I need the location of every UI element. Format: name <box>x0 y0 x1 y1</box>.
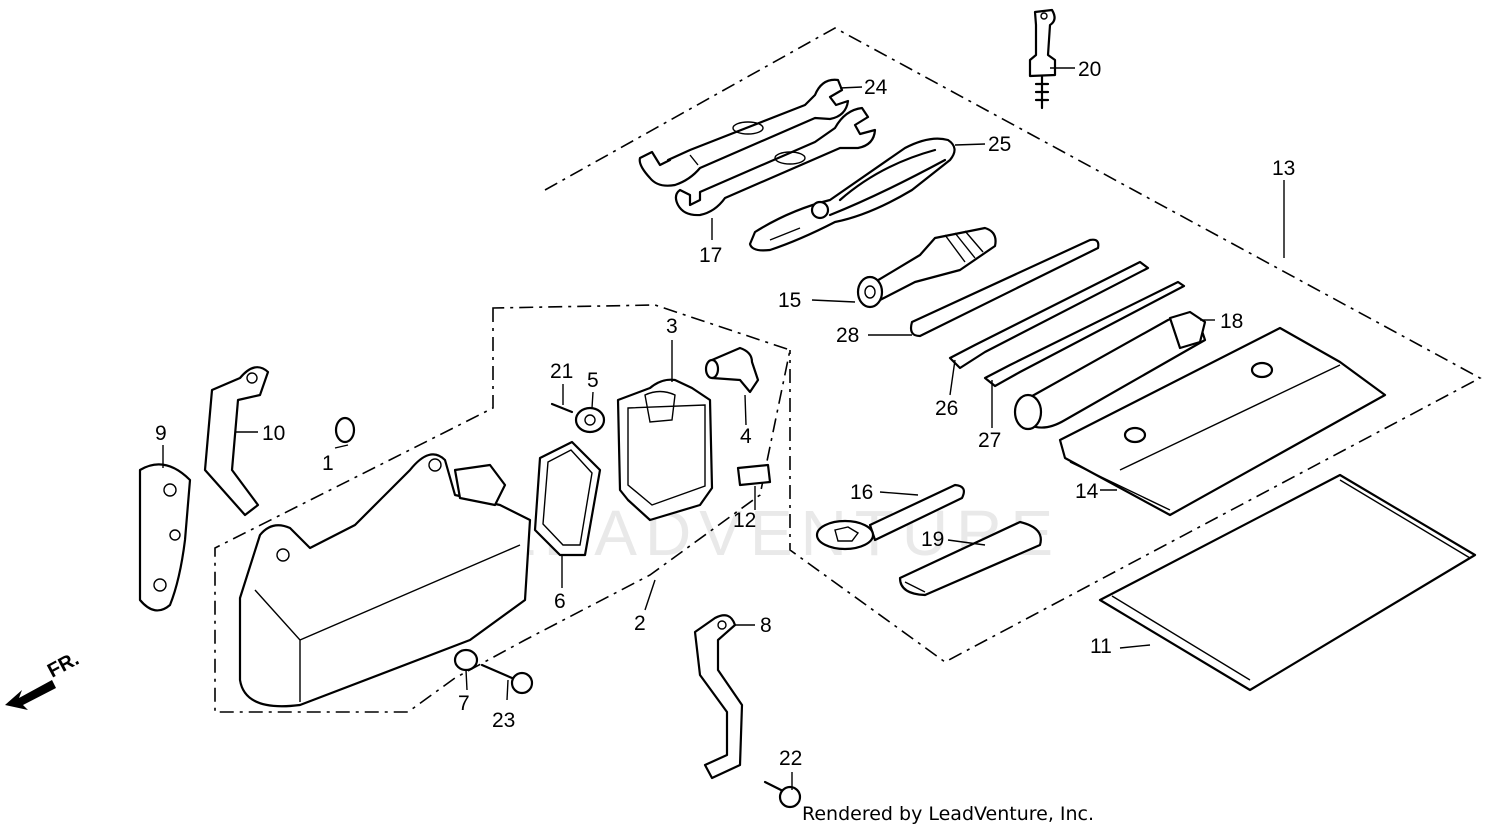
screwdriver-blade-26 <box>948 260 1150 370</box>
callout-16: 16 <box>850 481 873 504</box>
pliers-25 <box>748 137 956 252</box>
screwdriver-blade-27 <box>983 280 1186 388</box>
collar-1 <box>334 416 356 444</box>
callout-15: 15 <box>778 289 801 312</box>
grip-19 <box>898 520 1042 597</box>
bracket-8 <box>693 614 744 780</box>
stay-9 <box>138 463 192 612</box>
callout-13: 13 <box>1272 157 1295 180</box>
label-12 <box>736 463 772 487</box>
bolt-23 <box>480 663 534 695</box>
callout-3: 3 <box>666 315 678 338</box>
callout-9: 9 <box>155 422 167 445</box>
callout-7: 7 <box>458 692 470 715</box>
rod-28 <box>909 238 1100 338</box>
pin-21 <box>550 402 574 414</box>
callout-28: 28 <box>836 324 859 347</box>
toolkit-group-outline <box>544 27 1482 663</box>
callout-12: 12 <box>733 509 756 532</box>
callout-5: 5 <box>587 369 599 392</box>
callout-25: 25 <box>988 133 1011 156</box>
box-wrench-18 <box>1013 310 1207 431</box>
screwdriver-handle-15 <box>856 226 997 309</box>
callout-17: 17 <box>699 244 722 267</box>
cloth-11 <box>1098 473 1477 692</box>
tool-bag-14 <box>1058 326 1387 517</box>
spanner-16 <box>815 483 965 551</box>
wrench-17 <box>674 106 877 217</box>
bolt-20 <box>1028 8 1057 110</box>
callout-26: 26 <box>935 397 958 420</box>
grommet-5 <box>574 406 606 434</box>
toolbox-group-outline <box>214 304 791 713</box>
washer-7 <box>453 648 479 672</box>
rendered-by-credit: Rendered by LeadVenture, Inc. <box>802 803 1094 825</box>
callout-6: 6 <box>554 590 566 613</box>
callout-18: 18 <box>1220 310 1243 333</box>
callout-23: 23 <box>492 709 515 732</box>
leader-lines <box>162 67 1285 790</box>
bolt-22 <box>763 780 802 809</box>
callout-8: 8 <box>760 614 772 637</box>
callout-27: 27 <box>978 429 1001 452</box>
callout-24: 24 <box>864 76 888 99</box>
callout-21: 21 <box>550 360 573 383</box>
callout-19: 19 <box>921 528 944 551</box>
bulb-4 <box>704 346 760 394</box>
callout-20: 20 <box>1078 58 1101 81</box>
callout-4: 4 <box>740 425 752 448</box>
toolbox-tray <box>238 453 532 708</box>
front-direction-label: FR. <box>44 648 83 683</box>
callout-14: 14 <box>1075 480 1099 503</box>
callout-10: 10 <box>262 422 285 445</box>
bracket-10 <box>203 366 270 517</box>
callout-11: 11 <box>1090 635 1112 658</box>
callout-1: 1 <box>322 452 334 475</box>
wrench-24 <box>638 78 850 187</box>
callout-22: 22 <box>779 747 802 770</box>
front-direction-arrow: FR. <box>5 648 83 710</box>
callout-2: 2 <box>634 612 646 635</box>
cover-3 <box>616 378 714 522</box>
seal-6 <box>533 440 602 557</box>
